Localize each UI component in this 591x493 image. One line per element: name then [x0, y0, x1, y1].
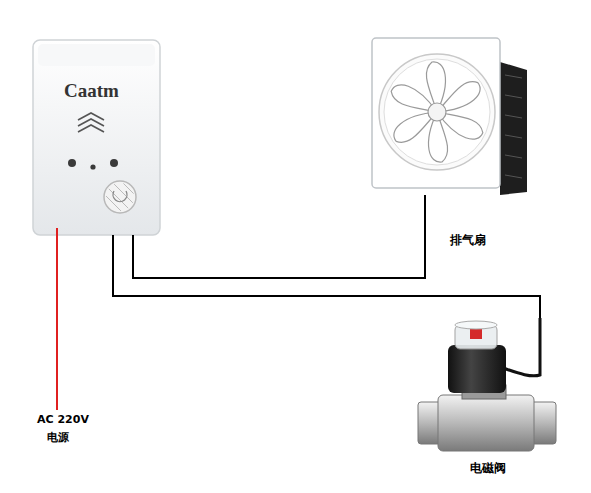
- voltage-label: AC 220V: [37, 413, 89, 426]
- brand-name: Caatm: [28, 80, 155, 102]
- device-label: 电磁阀: [470, 460, 506, 477]
- gas-detector-box: Caatm: [33, 40, 160, 235]
- control-wire: [133, 195, 425, 278]
- exhaust-fan-box: 排气扇: [370, 35, 527, 195]
- solenoid-valve: [418, 318, 556, 451]
- gas-detector: [33, 40, 160, 235]
- exhaust-fan: [372, 38, 527, 195]
- power-label: 电源: [47, 430, 69, 445]
- device-label: 排气扇: [450, 232, 486, 249]
- control-wire: [113, 235, 540, 318]
- solenoid-valve-box: 电磁阀: [418, 318, 558, 454]
- power-wire: [56, 228, 58, 410]
